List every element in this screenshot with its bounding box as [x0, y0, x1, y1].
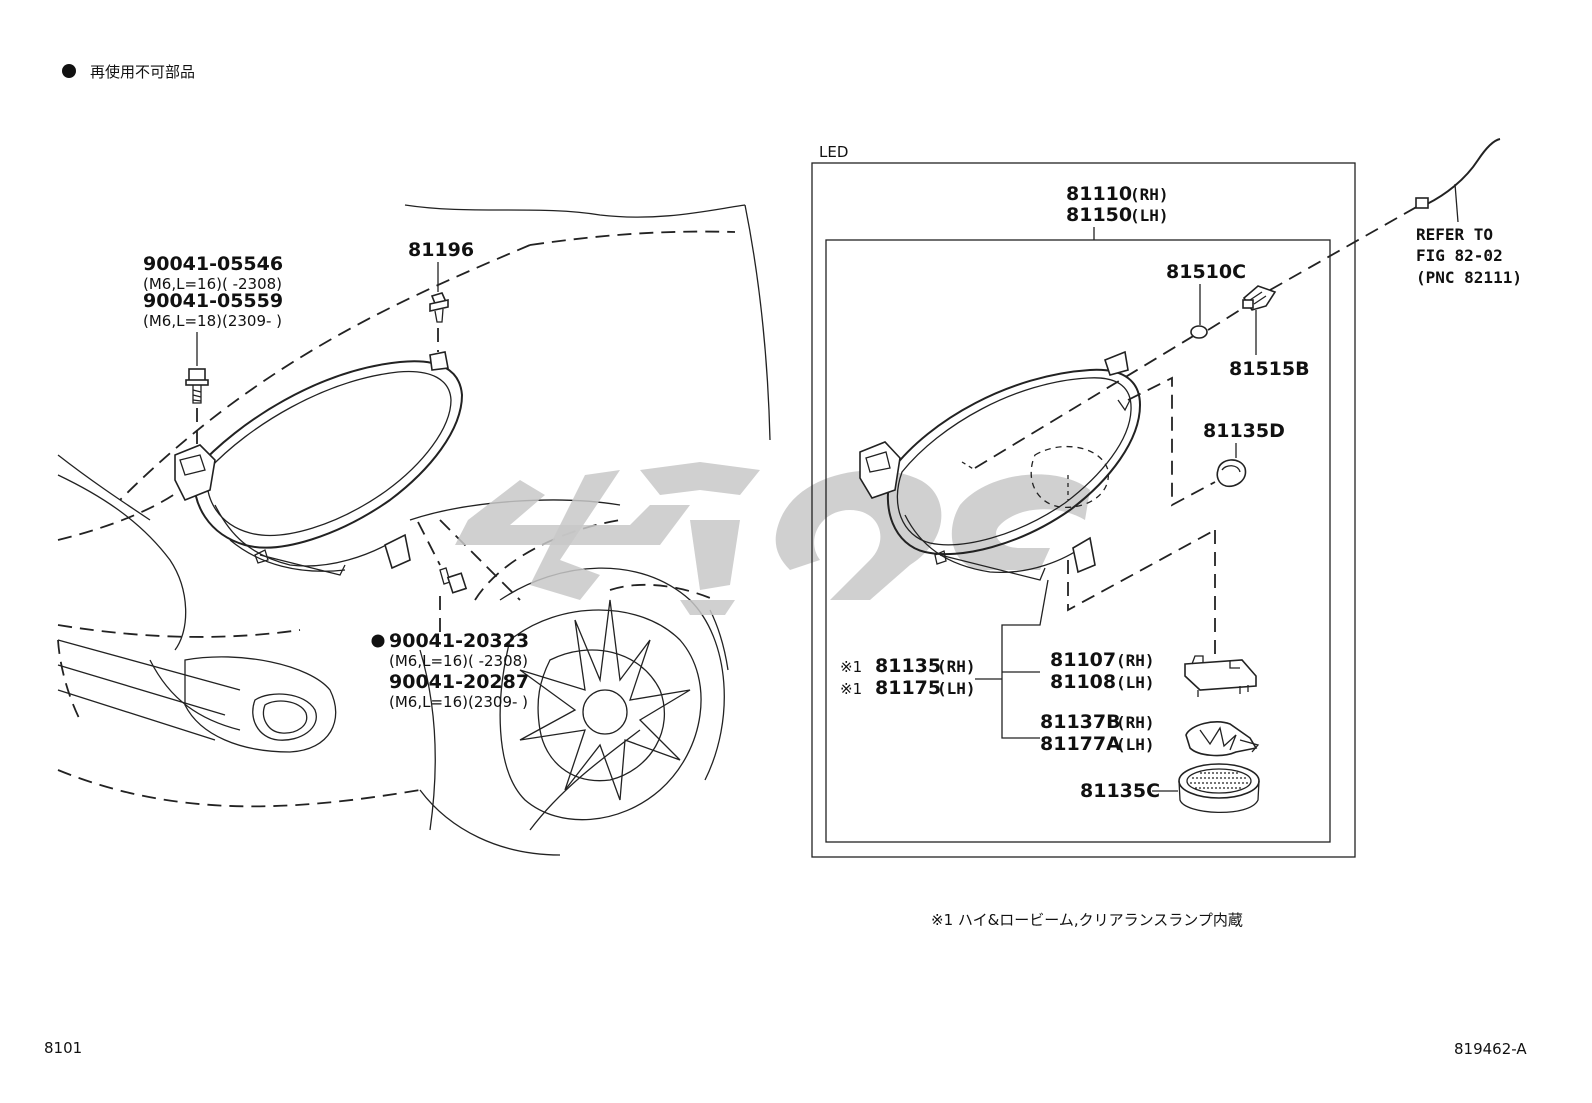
- part-81515B-label: 81515B: [1229, 358, 1310, 380]
- watermark-logo: [455, 462, 1090, 615]
- part-81175-label: 81175: [875, 677, 941, 699]
- bulb-icon: [1190, 325, 1208, 339]
- upper-bolt-spec-1: (M6,L=16)( -2308): [143, 275, 282, 293]
- part-81150-side: (LH): [1130, 206, 1169, 225]
- bolt-icon: [439, 567, 468, 594]
- part-81175-side: (LH): [937, 679, 976, 698]
- page-code: 8101: [44, 1039, 82, 1057]
- legend: 再使用不可部品: [62, 63, 195, 81]
- socket-icon: [1242, 285, 1277, 311]
- clip-icon: [429, 292, 449, 323]
- note-mark-1: ※1: [840, 658, 862, 676]
- upper-bolt-pn-1: 90041-05546: [143, 253, 283, 275]
- legend-text: 再使用不可部品: [90, 63, 195, 81]
- lower-bolt-callout: 90041-20323 (M6,L=16)( -2308) 90041-2028…: [371, 630, 529, 711]
- upper-bolt-spec-2: (M6,L=18)(2309- ): [143, 312, 282, 330]
- note-mark-2: ※1: [840, 680, 862, 698]
- diagram-code: 819462-A: [1454, 1040, 1527, 1058]
- part-81510C-label: 81510C: [1166, 261, 1246, 283]
- lower-bolt-pn-1: 90041-20323: [389, 630, 529, 652]
- part-81150-label: 81150: [1066, 204, 1132, 226]
- cap-icon: [1216, 459, 1247, 488]
- refer-line-1: REFER TO: [1416, 225, 1493, 244]
- cap-icon: [1178, 763, 1260, 814]
- led-box-label: LED: [819, 143, 848, 161]
- lower-bolt-spec-2: (M6,L=16)(2309- ): [389, 693, 528, 711]
- part-81135-side: (RH): [937, 657, 976, 676]
- part-81110-side: (RH): [1130, 185, 1169, 204]
- lamp-unit-callout: ※1 81135 (RH) ※1 81175 (LH): [840, 655, 976, 699]
- part-81137B-side: (RH): [1116, 713, 1155, 732]
- upper-bolt-pn-2: 90041-05559: [143, 290, 283, 312]
- connector-icon: [1415, 138, 1501, 223]
- bolt-icon: [185, 368, 209, 404]
- part-81196-label: 81196: [408, 239, 474, 261]
- module-icon: [1184, 655, 1257, 697]
- headlamp-left-icon: [174, 351, 464, 576]
- refer-line-3: (PNC 82111): [1416, 268, 1522, 287]
- upper-bolt-callout: 90041-05546 (M6,L=16)( -2308) 90041-0555…: [143, 253, 283, 366]
- part-81110-label: 81110: [1066, 183, 1132, 205]
- non-reusable-bullet-icon: [371, 634, 385, 648]
- part-81108-label: 81108: [1050, 671, 1116, 693]
- lower-bolt-spec-1: (M6,L=16)( -2308): [389, 652, 528, 670]
- led-inner-box: [825, 239, 1331, 843]
- non-reusable-bullet-icon: [62, 64, 76, 78]
- fan-icon: [1185, 720, 1260, 757]
- part-81135C-label: 81135C: [1080, 780, 1160, 802]
- part-81135D-label: 81135D: [1203, 420, 1285, 442]
- part-81177A-label: 81177A: [1040, 733, 1121, 755]
- assembly-callout: 81110 (RH) 81150 (LH): [1066, 183, 1169, 240]
- part-81135-label: 81135: [875, 655, 941, 677]
- led-outer-box: [811, 162, 1356, 858]
- fasteners-left: [185, 292, 468, 632]
- footnote: ※1 ハイ&ロービーム,クリアランスランプ内蔵: [931, 911, 1243, 929]
- fan-callout: 81137B (RH) 81177A (LH): [1040, 711, 1155, 755]
- lower-bolt-pn-2: 90041-20287: [389, 671, 529, 693]
- headlamp-right-icon: [859, 350, 1142, 581]
- part-81137B-label: 81137B: [1040, 711, 1121, 733]
- part-81107-side: (RH): [1116, 651, 1155, 670]
- refer-line-2: FIG 82-02: [1416, 246, 1503, 265]
- part-81177A-side: (LH): [1116, 735, 1155, 754]
- module-callout: 81107 (RH) 81108 (LH): [1050, 649, 1155, 693]
- part-81107-label: 81107: [1050, 649, 1116, 671]
- part-81108-side: (LH): [1116, 673, 1155, 692]
